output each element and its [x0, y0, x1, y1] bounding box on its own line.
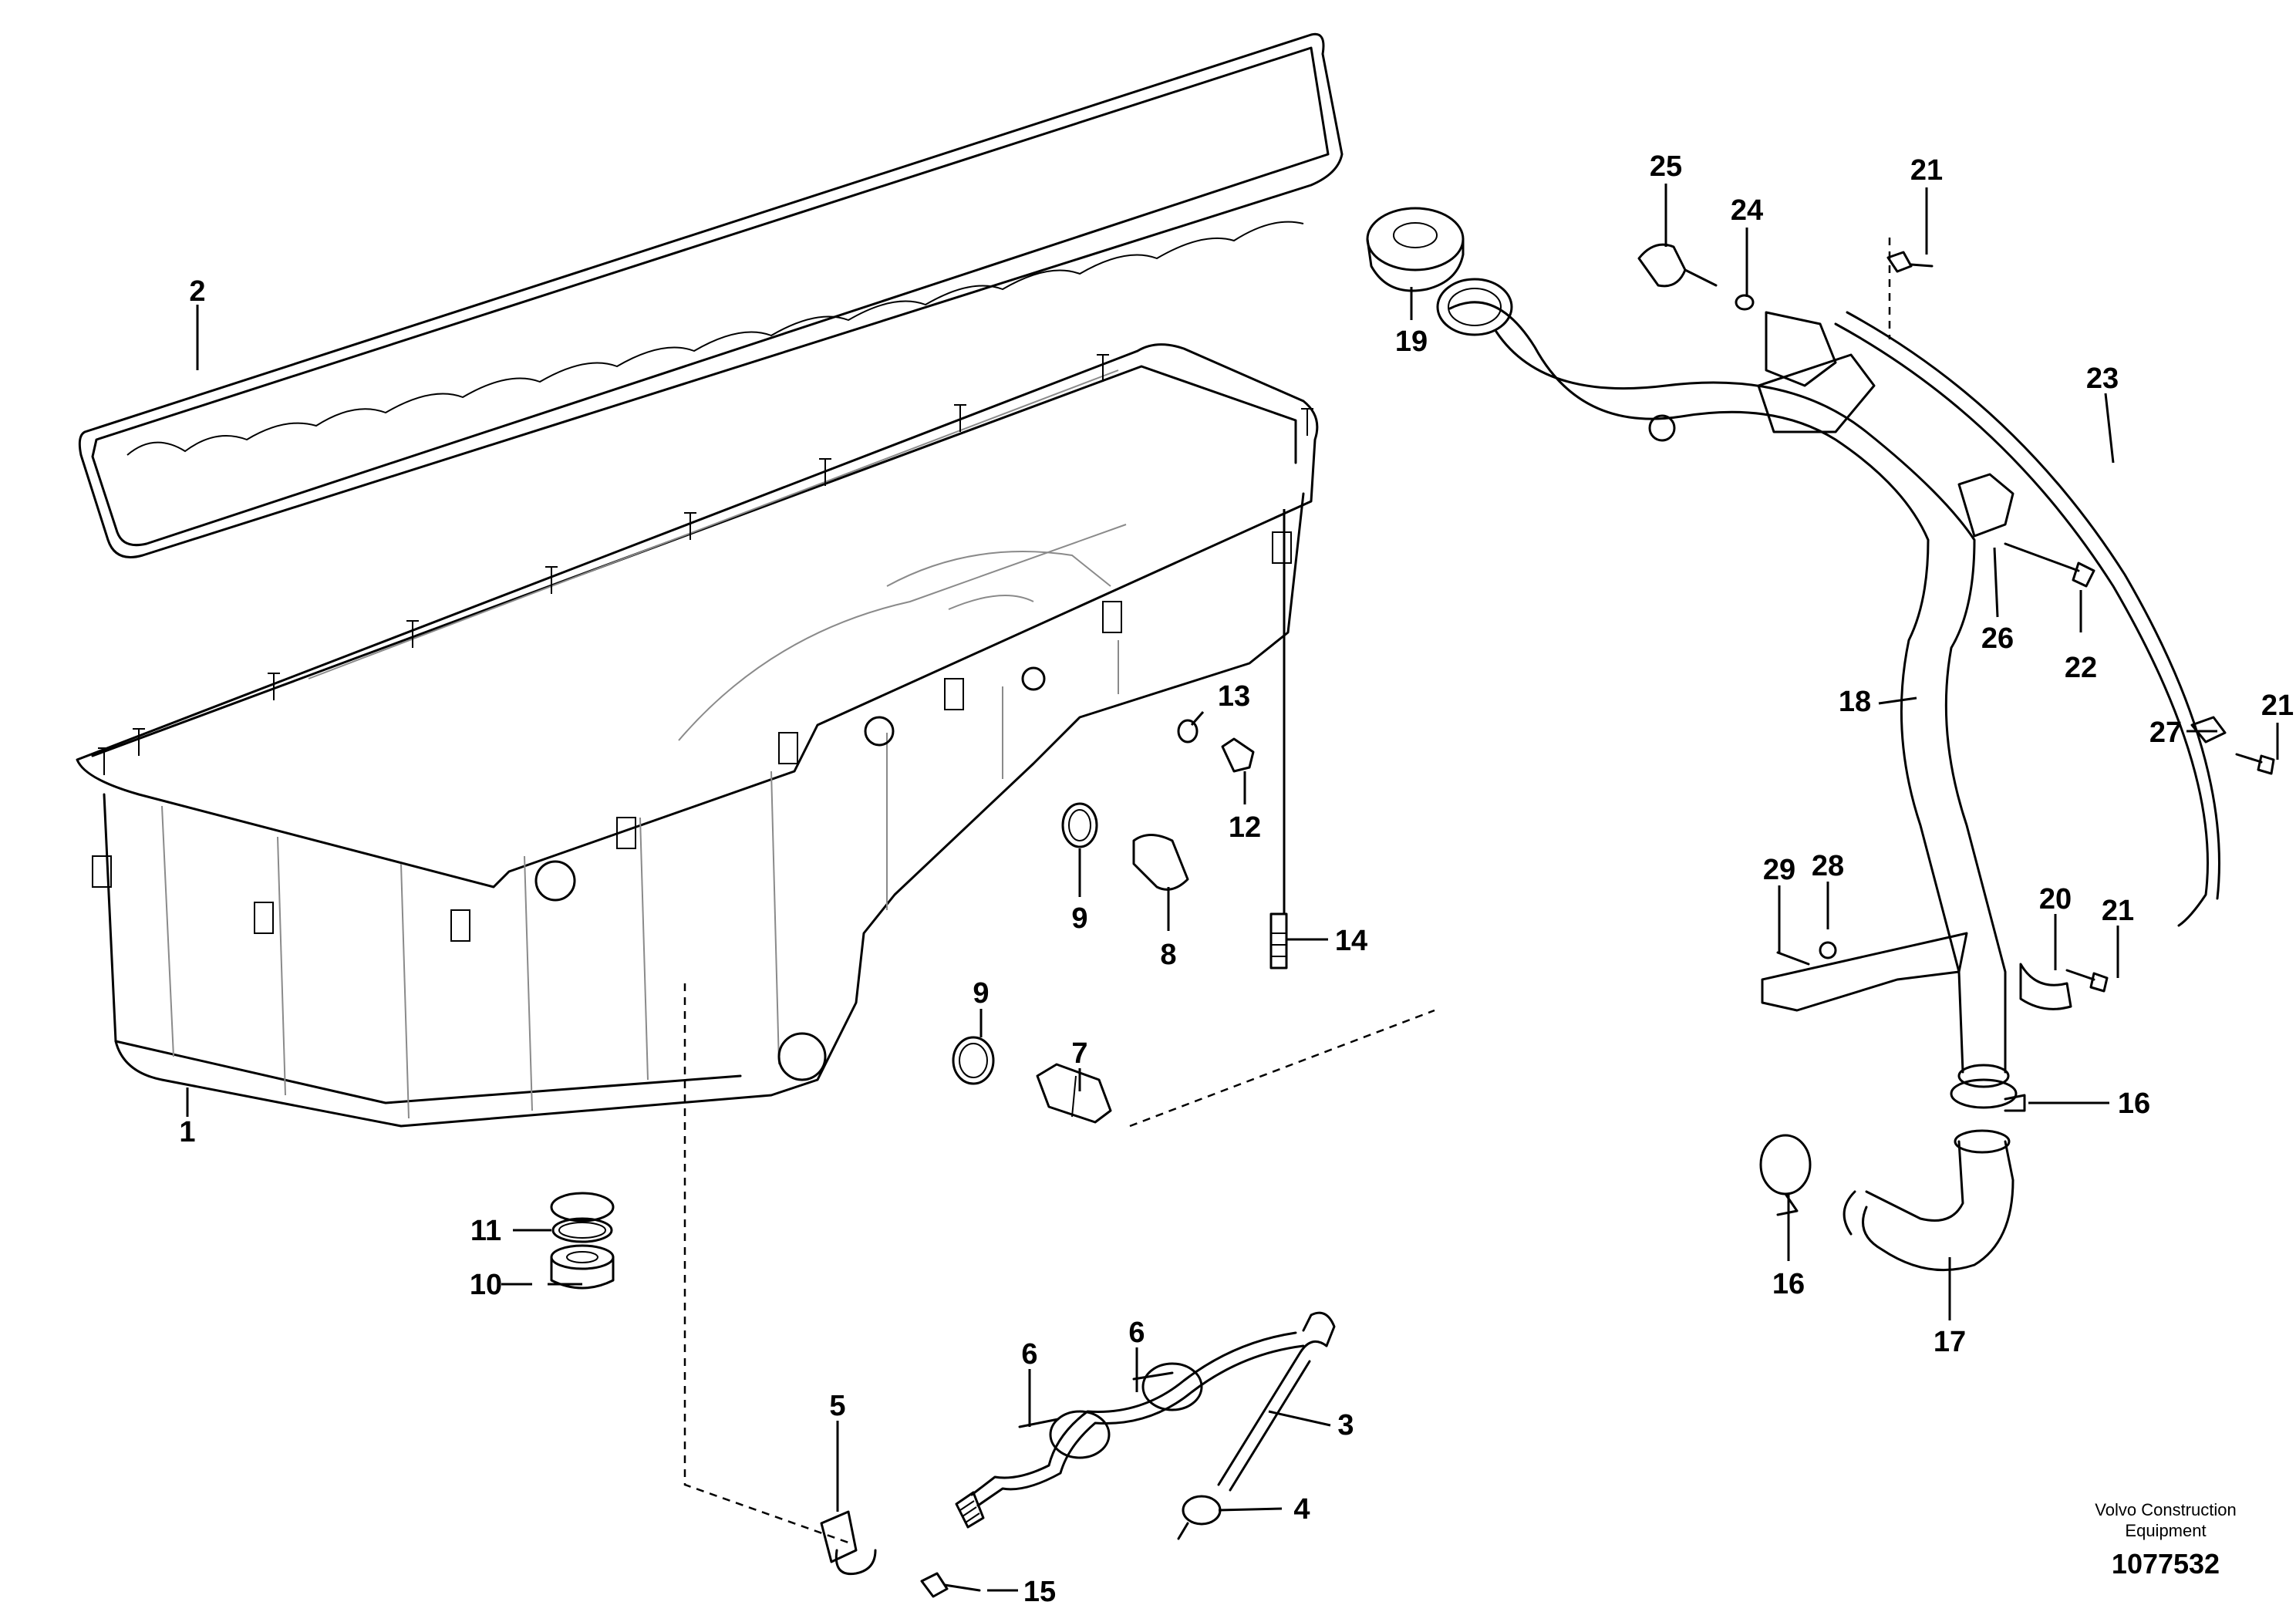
guide-bracket	[1765, 311, 1837, 387]
callout-6a: 6	[1021, 1338, 1037, 1371]
callout-24: 24	[1731, 194, 1763, 227]
plug-8	[1132, 834, 1189, 891]
callout-21c: 21	[2102, 895, 2134, 927]
oil-pan	[76, 343, 1319, 1222]
o-ring-4	[1177, 1495, 1222, 1540]
clip-6	[1018, 1371, 1174, 1428]
drain-plug-10	[550, 1244, 615, 1290]
callout-16a: 16	[2118, 1088, 2150, 1120]
callout-5: 5	[829, 1390, 845, 1422]
bolt-21-top	[1886, 251, 1934, 273]
callout-10: 10	[470, 1269, 502, 1301]
callout-19: 19	[1395, 325, 1428, 358]
callout-1: 1	[179, 1116, 195, 1148]
callout-20: 20	[2039, 883, 2072, 916]
callout-11: 11	[470, 1215, 501, 1247]
callout-18: 18	[1839, 686, 1871, 718]
clip-27	[2190, 716, 2227, 744]
callout-6b: 6	[1128, 1317, 1145, 1349]
reference-lines	[683, 238, 1891, 1544]
bracket-28-29	[1761, 932, 1968, 1012]
bolt-22	[2004, 542, 2095, 588]
filler-cap-19	[1366, 207, 1465, 292]
callout-12: 12	[1229, 811, 1261, 844]
bolt-21-bracket	[2065, 969, 2109, 993]
filler-tube-18	[1436, 278, 2010, 1088]
callout-25: 25	[1650, 150, 1682, 183]
callout-16b: 16	[1772, 1268, 1805, 1300]
callout-27: 27	[2149, 717, 2182, 749]
dipstick-cap-25	[1637, 243, 1718, 288]
callout-23: 23	[2086, 363, 2119, 395]
callout-21a: 21	[1910, 154, 1943, 187]
callout-14: 14	[1335, 925, 1367, 957]
clamp-20	[2019, 963, 2072, 1010]
dipstick-assembly-3	[955, 1311, 1336, 1529]
washer-13	[1177, 719, 1199, 744]
callout-8: 8	[1160, 939, 1176, 971]
hose-clamp-16-upper	[1950, 1078, 2026, 1112]
bolt-21-right	[2235, 753, 2275, 775]
callout-17: 17	[1934, 1326, 1966, 1358]
callout-7: 7	[1071, 1037, 1087, 1070]
leader-lines	[186, 184, 2279, 1592]
credit-line-2: Equipment	[2125, 1521, 2206, 1540]
callout-21b: 21	[2261, 690, 2294, 722]
callout-9a: 9	[1071, 902, 1087, 935]
bracket-5	[820, 1510, 877, 1576]
title-block: Volvo Construction Equipment 1077532	[2095, 1500, 2236, 1580]
callout-29: 29	[1763, 854, 1795, 886]
callout-15: 15	[1023, 1576, 1056, 1608]
callout-22: 22	[2065, 652, 2097, 684]
callout-9b: 9	[973, 977, 989, 1010]
bolt-15	[920, 1572, 981, 1598]
dipstick-23	[1834, 311, 2220, 927]
callout-2: 2	[189, 275, 205, 308]
stud-14	[1269, 912, 1288, 969]
hose-17	[1843, 1129, 2014, 1272]
clamp-26	[1957, 473, 2014, 538]
union-fitting-7	[1036, 1063, 1112, 1124]
callout-28: 28	[1812, 850, 1844, 882]
hose-clamp-16-lower	[1759, 1134, 1812, 1216]
washer-9-upper	[1061, 802, 1098, 848]
credit-line-1: Volvo Construction	[2095, 1500, 2236, 1519]
callout-labels: 1 2 3 4 5 6 6 7 8 9 9 10 11 12 13 14 15 …	[179, 150, 2294, 1608]
washer-9-lower	[952, 1036, 995, 1085]
callout-4: 4	[1293, 1493, 1310, 1526]
o-ring-24	[1735, 294, 1755, 311]
callout-3: 3	[1337, 1409, 1354, 1442]
callout-26: 26	[1981, 622, 2014, 655]
plug-12	[1221, 737, 1255, 773]
o-ring-11	[551, 1217, 613, 1243]
oil-pan-gasket	[78, 32, 1344, 558]
callout-13: 13	[1218, 680, 1250, 713]
document-number: 1077532	[2112, 1548, 2220, 1580]
